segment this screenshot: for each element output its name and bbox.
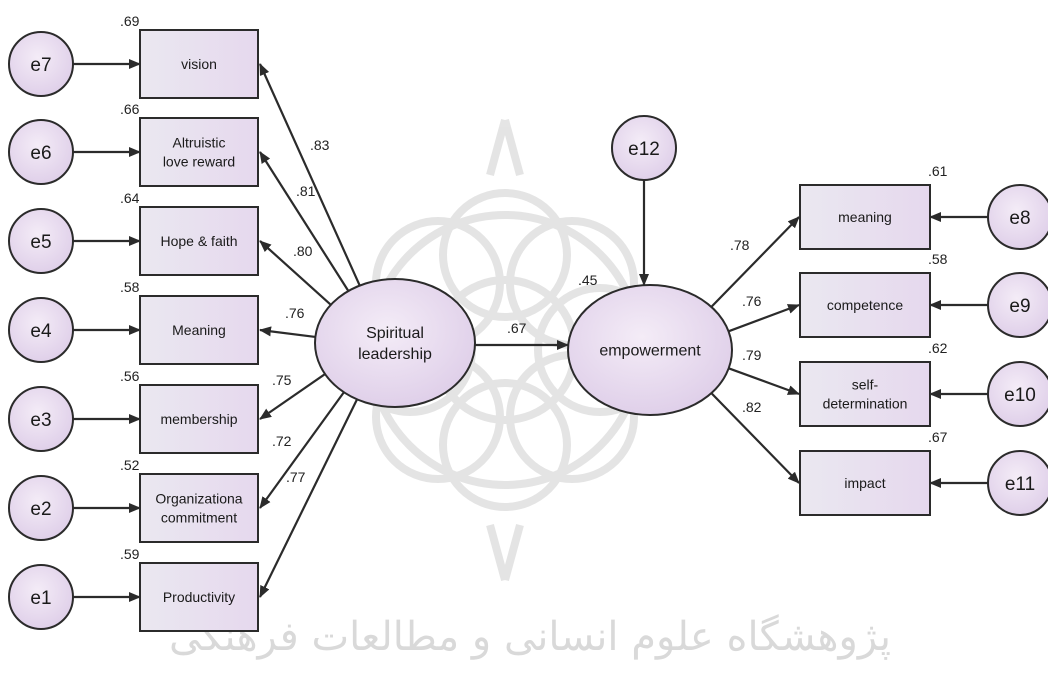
loading-value-e7: .83	[310, 137, 330, 153]
indicator-label-e4-line-0: Meaning	[172, 322, 226, 338]
indicator-box-e7	[139, 29, 259, 99]
latent-right-label-line-0: empowerment	[599, 343, 701, 360]
error-node-e1	[8, 564, 74, 630]
error-node-e2	[8, 475, 74, 541]
watermark-text: پژوهشگاه علوم انسانی و مطالعات فرهنگی	[169, 614, 891, 660]
loading-arrow-e2	[259, 391, 345, 509]
error-label-e9: e9	[1009, 296, 1030, 317]
error-node-e10	[987, 361, 1048, 427]
loading-arrow-e9	[728, 303, 800, 333]
error-node-e8	[987, 184, 1048, 250]
indicator-label-e8-line-0: meaning	[838, 209, 892, 225]
loading-arrow-e11	[710, 392, 800, 484]
error-label-e5: e5	[30, 232, 51, 253]
r2-value-e4: .58	[120, 279, 140, 295]
r2-value-empowerment: .45	[578, 272, 598, 288]
latent-left-label-line-0: Spiritual	[366, 325, 424, 342]
indicator-label-e9-line-0: competence	[827, 297, 903, 313]
latent-empowerment	[567, 284, 733, 416]
r2-value-e1: .59	[120, 546, 140, 562]
loading-arrow-e7	[258, 63, 361, 287]
indicator-box-e3	[139, 384, 259, 454]
loading-value-e2: .72	[272, 433, 292, 449]
r2-value-e11: .67	[928, 429, 948, 445]
error-node-e12	[611, 115, 677, 181]
error-label-e7: e7	[30, 55, 51, 76]
latent-spiritual-leadership	[314, 278, 476, 408]
indicator-label-e1-line-0: Productivity	[163, 589, 235, 605]
indicator-label-e2-line-1: commitment	[161, 509, 237, 525]
r2-value-e3: .56	[120, 368, 140, 384]
loading-arrow-e6	[259, 151, 350, 292]
loading-arrow-e8	[710, 216, 800, 308]
r2-value-e9: .58	[928, 251, 948, 267]
error-node-e6	[8, 119, 74, 185]
indicator-label-e10-line-1: determination	[823, 395, 908, 411]
indicator-label-e11-line-0: impact	[844, 475, 885, 491]
r2-value-e10: .62	[928, 340, 948, 356]
edges-layer	[73, 59, 988, 602]
indicator-label-e6-line-1: love reward	[163, 153, 235, 169]
indicator-box-e8	[799, 184, 931, 250]
indicator-box-e6	[139, 117, 259, 187]
loading-arrow-e5	[259, 240, 332, 306]
indicator-box-e5	[139, 206, 259, 276]
error-label-e2: e2	[30, 499, 51, 520]
indicator-box-e4	[139, 295, 259, 365]
indicator-label-e6-line-0: Altruistic	[173, 134, 226, 150]
r2-value-e8: .61	[928, 163, 948, 179]
indicator-box-e10	[799, 361, 931, 427]
error-label-e4: e4	[30, 321, 52, 342]
indicator-label-e2-line-0: Organizationa	[155, 490, 242, 506]
r2-value-e6: .66	[120, 101, 140, 117]
nodes-layer	[8, 29, 1048, 632]
indicator-box-e9	[799, 272, 931, 338]
error-node-e4	[8, 297, 74, 363]
error-node-e11	[987, 450, 1048, 516]
indicator-box-e1	[139, 562, 259, 632]
indicator-box-e2	[139, 473, 259, 543]
indicator-label-e3-line-0: membership	[160, 411, 237, 427]
r2-value-e5: .64	[120, 190, 140, 206]
error-label-e8: e8	[1009, 208, 1030, 229]
loading-value-e6: .81	[296, 183, 316, 199]
error-label-e1: e1	[30, 588, 51, 609]
loading-arrow-e1	[259, 398, 359, 598]
loading-value-e1: .77	[286, 469, 306, 485]
loading-value-e11: .82	[742, 399, 762, 415]
r2-value-e7: .69	[120, 13, 140, 29]
indicator-label-e10-line-0: self-	[852, 376, 879, 392]
indicator-label-e5-line-0: Hope & faith	[160, 233, 237, 249]
loading-arrow-e3	[259, 373, 326, 420]
loading-value-e9: .76	[742, 293, 762, 309]
r2-value-e2: .52	[120, 457, 140, 473]
loading-value-e5: .80	[293, 243, 313, 259]
error-label-e12: e12	[628, 139, 660, 160]
error-node-e9	[987, 272, 1048, 338]
error-node-e5	[8, 208, 74, 274]
loading-value-e8: .78	[730, 237, 750, 253]
loading-arrow-e10	[728, 367, 800, 396]
error-node-e7	[8, 31, 74, 97]
error-label-e10: e10	[1004, 385, 1036, 406]
loading-value-e4: .76	[285, 305, 305, 321]
error-node-e3	[8, 386, 74, 452]
loading-arrow-e4	[259, 326, 316, 339]
indicator-box-e11	[799, 450, 931, 516]
latent-left-label-line-1: leadership	[358, 346, 432, 363]
loading-value-e3: .75	[272, 372, 292, 388]
indicator-label-e7-line-0: vision	[181, 56, 217, 72]
labels-layer: e7 vision .69 e6 Altruistic love reward .66 e5 H…	[30, 13, 1035, 609]
structural-path-value: .67	[507, 320, 527, 336]
error-label-e11: e11	[1005, 474, 1035, 495]
error-label-e3: e3	[30, 410, 51, 431]
loading-value-e10: .79	[742, 347, 762, 363]
error-label-e6: e6	[30, 143, 51, 164]
